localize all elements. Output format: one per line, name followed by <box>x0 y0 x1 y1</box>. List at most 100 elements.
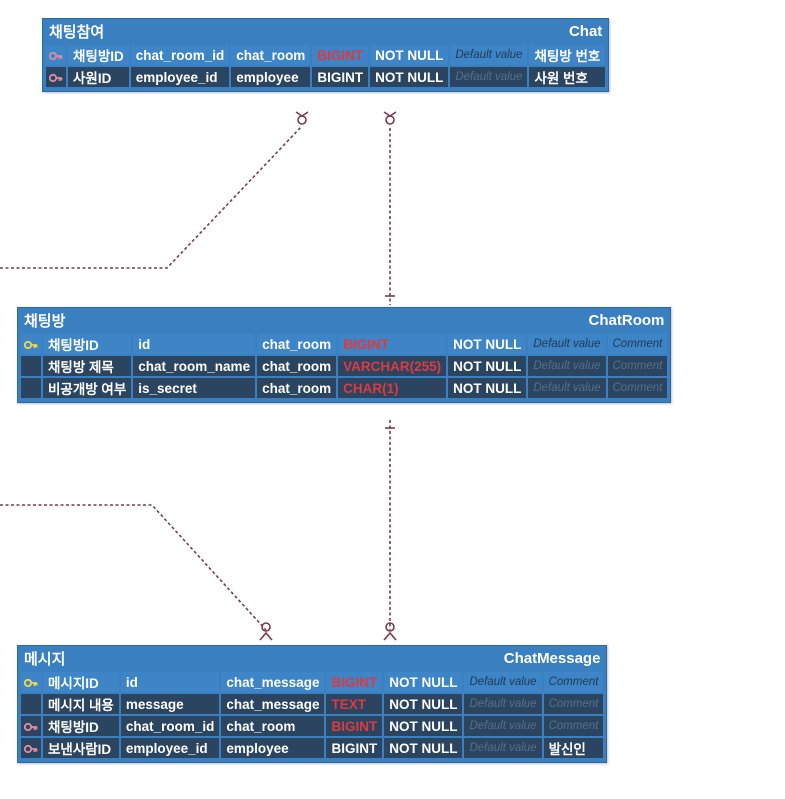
column-logical-name: 메시지 내용 <box>43 694 119 714</box>
column-logical-name: 사원ID <box>68 67 129 87</box>
column-physical-name: employee_id <box>120 738 220 758</box>
column-nullability: NOT NULL <box>370 45 449 65</box>
entity-logical-name: 메시지 <box>24 650 66 668</box>
primary-key-icon <box>21 672 41 692</box>
column-comment: Comment <box>607 334 668 354</box>
column-data-type: BIGINT <box>326 716 383 736</box>
column-default-value: Default value <box>528 356 606 376</box>
column-physical-name: message <box>120 694 220 714</box>
column-domain: chat_room <box>257 378 337 398</box>
foreign-key-icon <box>46 67 66 87</box>
column-default-value: Default value <box>450 67 528 87</box>
crowfoot-chatmessage-chatroom <box>383 622 397 641</box>
column-domain: chat_room <box>257 334 337 354</box>
column-logical-name: 채팅방 제목 <box>43 356 132 376</box>
column-data-type: VARCHAR(255) <box>338 356 447 376</box>
entity-logical-name: 채팅참여 <box>49 23 105 41</box>
column-nullability: NOT NULL <box>384 738 463 758</box>
column-physical-name: id <box>120 672 220 692</box>
column-comment: 사원 번호 <box>529 67 606 87</box>
column-comment: Comment <box>543 716 604 736</box>
primary-key-icon <box>21 334 41 354</box>
key-cell-empty <box>21 356 41 376</box>
column-data-type: TEXT <box>326 694 383 714</box>
column-physical-name: employee_id <box>130 67 230 87</box>
column-data-type: BIGINT <box>312 67 369 87</box>
column-default-value: Default value <box>450 45 528 65</box>
column-comment: Comment <box>543 694 604 714</box>
column-data-type: BIGINT <box>312 45 369 65</box>
column-data-type: CHAR(1) <box>338 378 447 398</box>
column-physical-name: chat_room_name <box>133 356 256 376</box>
entity-header: 채팅방 ChatRoom <box>18 308 670 332</box>
crowfoot-chat-employee <box>295 111 309 125</box>
column-nullability: NOT NULL <box>448 356 527 376</box>
column-physical-name: is_secret <box>133 378 256 398</box>
column-nullability: NOT NULL <box>448 378 527 398</box>
column-nullability: NOT NULL <box>384 672 463 692</box>
column-logical-name: 비공개방 여부 <box>43 378 132 398</box>
column-domain: employee <box>221 738 325 758</box>
crowfoot-chatmessage-employee <box>259 622 273 641</box>
column-domain: employee <box>231 67 311 87</box>
column-data-type: BIGINT <box>326 672 383 692</box>
column-domain: chat_room <box>231 45 311 65</box>
entity-logical-name: 채팅방 <box>24 312 66 330</box>
column-logical-name: 보낸사람ID <box>43 738 119 758</box>
column-comment: 채팅방 번호 <box>529 45 606 65</box>
entity-physical-name: Chat <box>568 22 603 40</box>
column-comment: Comment <box>607 378 668 398</box>
relation-line-employee-chatmessage <box>0 504 267 631</box>
column-data-type: BIGINT <box>326 738 383 758</box>
column-default-value: Default value <box>464 694 542 714</box>
crowfoot-chat-chatroom <box>383 111 397 125</box>
column-physical-name: id <box>133 334 256 354</box>
column-default-value: Default value <box>528 378 606 398</box>
column-logical-name: 채팅방ID <box>68 45 129 65</box>
entity-header: 메시지 ChatMessage <box>18 646 606 670</box>
column-physical-name: chat_room_id <box>130 45 230 65</box>
column-nullability: NOT NULL <box>384 716 463 736</box>
entity-header: 채팅참여 Chat <box>43 19 608 43</box>
column-comment: Comment <box>543 672 604 692</box>
column-comment: 발신인 <box>543 738 604 758</box>
key-cell-empty <box>21 378 41 398</box>
column-comment: Comment <box>607 356 668 376</box>
column-domain: chat_room <box>257 356 337 376</box>
column-default-value: Default value <box>464 716 542 736</box>
column-nullability: NOT NULL <box>370 67 449 87</box>
column-nullability: NOT NULL <box>448 334 527 354</box>
column-data-type: BIGINT <box>338 334 447 354</box>
column-nullability: NOT NULL <box>384 694 463 714</box>
entity-physical-name: ChatMessage <box>503 649 601 667</box>
entity-physical-name: ChatRoom <box>588 311 665 329</box>
column-logical-name: 채팅방ID <box>43 334 132 354</box>
column-default-value: Default value <box>464 672 542 692</box>
column-domain: chat_message <box>221 694 325 714</box>
relation-line-employee-chat <box>0 125 303 269</box>
column-default-value: Default value <box>464 738 542 758</box>
foreign-key-icon <box>21 738 41 758</box>
column-logical-name: 메시지ID <box>43 672 119 692</box>
foreign-key-icon <box>21 716 41 736</box>
column-domain: chat_message <box>221 672 325 692</box>
column-logical-name: 채팅방ID <box>43 716 119 736</box>
column-physical-name: chat_room_id <box>120 716 220 736</box>
foreign-key-icon <box>46 45 66 65</box>
